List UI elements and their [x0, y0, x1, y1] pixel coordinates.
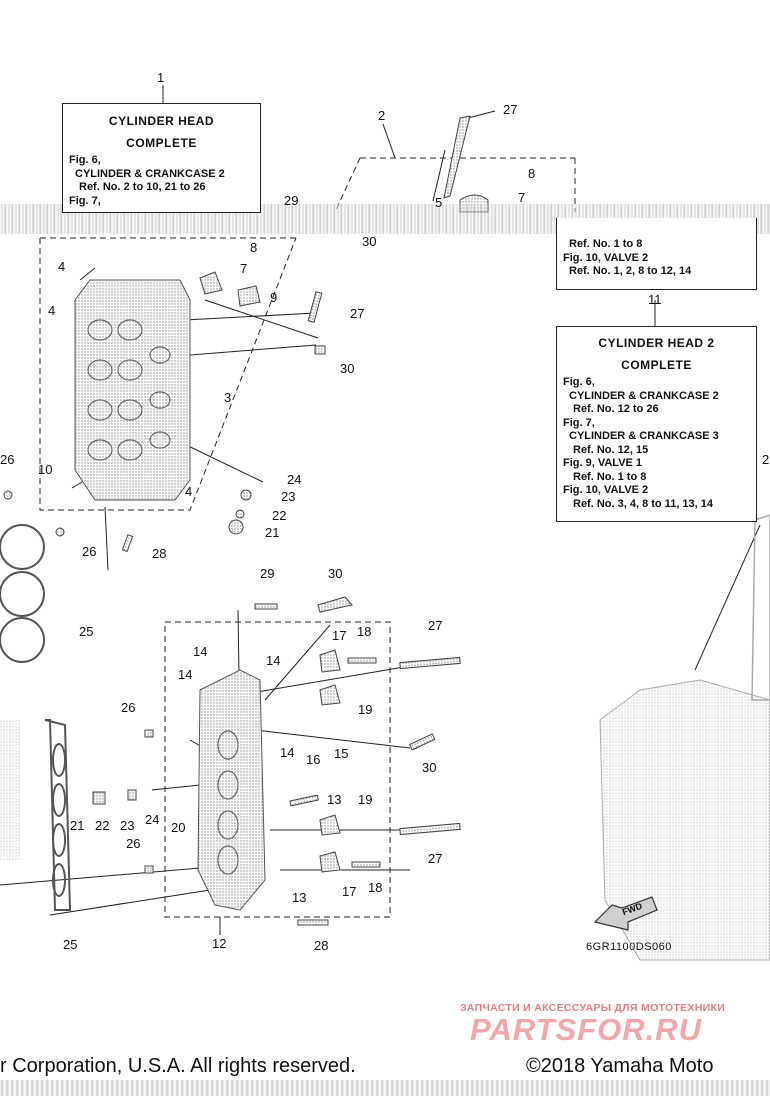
- fwd-arrow-icon: [593, 896, 658, 931]
- scan-noise-band-bottom: [0, 1080, 770, 1096]
- ref-number: 30: [340, 361, 355, 376]
- ref-number: 30: [362, 234, 377, 249]
- ref-number: 12: [212, 936, 227, 951]
- ref-number: 27: [503, 102, 518, 117]
- lower-small-parts: [92, 596, 461, 926]
- head-gasket: [0, 524, 72, 911]
- diagram-code: 6GR1100DS060: [586, 941, 672, 953]
- watermark-tagline: ЗАПЧАСТИ И АКСЕССУАРЫ ДЛЯ МОТОТЕХНИКИ: [460, 1002, 726, 1014]
- ref-number: 27: [428, 851, 443, 866]
- box1-title: CYLINDER HEAD: [108, 114, 215, 128]
- box11-line: Ref. No. 12, 15: [573, 443, 649, 456]
- ref-number: 2: [378, 108, 386, 123]
- box11-line: Fig. 7,: [563, 416, 595, 429]
- ref-number: 22: [95, 818, 110, 833]
- ref-number: 29: [260, 566, 275, 581]
- box1-line: Ref. No. 2 to 10, 21 to 26: [79, 181, 206, 193]
- ref-number: 18: [368, 880, 383, 895]
- box11-line: CYLINDER & CRANKCASE 2: [569, 389, 719, 402]
- ref-number: 26: [121, 700, 136, 715]
- ref-number: 14: [280, 745, 295, 760]
- box1-line: Fig. 7,: [69, 194, 101, 207]
- ref-number: 25: [79, 624, 94, 639]
- ref-number: 21: [70, 818, 85, 833]
- ref-number: 8: [250, 240, 258, 255]
- ref-number: 1: [157, 70, 165, 85]
- ref-number: 5: [435, 195, 443, 210]
- ref-number: 28: [152, 546, 167, 561]
- copyright-right: ©2018 Yamaha Moto: [526, 1055, 714, 1077]
- box2-line: Ref. No. 1, 2, 8 to 12, 14: [569, 265, 692, 277]
- cylinder-head-lower: [197, 669, 266, 911]
- box11-subtitle: COMPLETE: [621, 358, 692, 372]
- ref-number: 29: [284, 193, 299, 208]
- ref-number: 24: [145, 812, 160, 827]
- box11-title: CYLINDER HEAD 2: [598, 336, 715, 350]
- ref-number: 3: [224, 390, 232, 405]
- ref-number: 24: [287, 472, 302, 487]
- ref-number: 20: [171, 820, 186, 835]
- box2-line: Fig. 10, VALVE 2: [563, 251, 649, 264]
- ref-number: 14: [193, 644, 208, 659]
- ref-number: 10: [38, 462, 53, 477]
- ref-number: 11: [648, 292, 662, 307]
- ref-number: 8: [528, 166, 536, 181]
- upper-leaders: [0, 85, 761, 935]
- cylinder-head-upper: [74, 279, 191, 501]
- cylinder-head-note-partial: Ref. No. 1 to 8 Fig. 10, VALVE 2 Ref. No…: [556, 218, 757, 290]
- ref-number: 27: [350, 306, 365, 321]
- ref-number: 23: [120, 818, 135, 833]
- ref-number: 23: [281, 489, 296, 504]
- ref-number: 14: [266, 653, 281, 668]
- ref-number: 4: [58, 259, 66, 274]
- box11-line: Ref. No. 3, 4, 8 to 11, 13, 14: [573, 497, 714, 510]
- ref-number: 17: [332, 628, 347, 643]
- watermark-logo: PARTSFOR.RU: [470, 1012, 703, 1047]
- ref-number: 27: [428, 618, 443, 633]
- box1-line: CYLINDER & CRANKCASE 2: [75, 167, 225, 180]
- ref-number: 7: [240, 261, 248, 276]
- ref-number: 7: [518, 190, 526, 205]
- box11-line: Fig. 9, VALVE 1: [563, 457, 643, 469]
- ref-number: 13: [327, 792, 342, 807]
- ref-number: 16: [306, 752, 321, 767]
- crankcase-partial: [599, 514, 770, 961]
- cylinder-head-complete-note: CYLINDER HEAD COMPLETE Fig. 6, CYLINDER …: [62, 103, 261, 213]
- box11-line: Ref. No. 1 to 8: [573, 470, 647, 483]
- ref-number: 19: [358, 702, 373, 717]
- ref-number: 30: [422, 760, 437, 775]
- ref-number: 4: [48, 303, 56, 318]
- ref-number: 26: [126, 836, 141, 851]
- ref-number: 26: [0, 452, 15, 467]
- box1-line: Fig. 6,: [69, 154, 101, 166]
- ref-number: 30: [328, 566, 343, 581]
- ref-number: 28: [314, 938, 329, 953]
- ref-number: 18: [357, 624, 372, 639]
- cylinder-head-2-complete-note: CYLINDER HEAD 2 COMPLETE Fig. 6, CYLINDE…: [556, 326, 757, 522]
- ref-number: 17: [342, 884, 357, 899]
- box11-line: CYLINDER & CRANKCASE 3: [569, 430, 719, 442]
- ref-number: 14: [178, 667, 193, 682]
- box2-line: Ref. No. 1 to 8: [569, 238, 643, 250]
- box11-line: Fig. 10, VALVE 2: [563, 484, 649, 496]
- ref-number: 4: [185, 484, 193, 499]
- ref-number: 9: [270, 290, 278, 305]
- ref-number: 26: [82, 544, 97, 559]
- ref-number: 15: [334, 746, 349, 761]
- box11-line: Fig. 6,: [563, 376, 595, 388]
- ref-number: 25: [63, 937, 78, 952]
- ref-number: 22: [272, 508, 287, 523]
- copyright-left: r Corporation, U.S.A. All rights reserve…: [0, 1055, 356, 1077]
- ref-number: 2: [762, 452, 770, 467]
- box1-subtitle: COMPLETE: [126, 136, 197, 150]
- ref-number: 21: [265, 525, 280, 540]
- ref-number: 19: [358, 792, 373, 807]
- ref-number: 13: [292, 890, 307, 905]
- box11-line: Ref. No. 12 to 26: [573, 403, 659, 415]
